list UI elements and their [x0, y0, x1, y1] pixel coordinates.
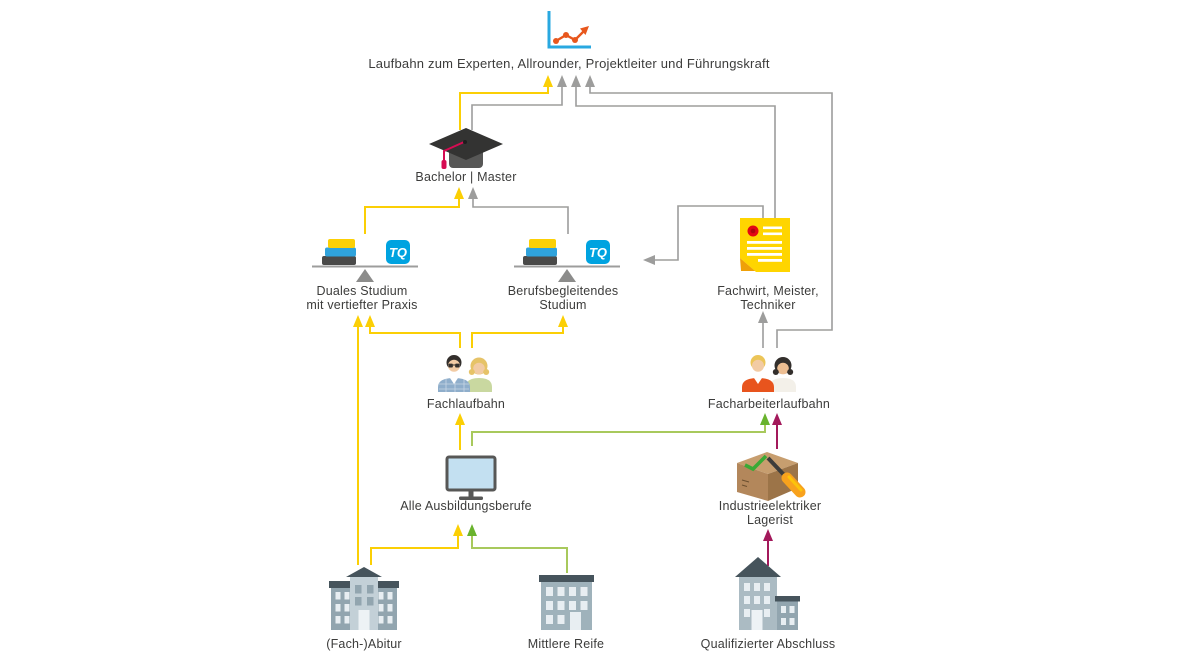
- connector-bachelor-to-laufbahn-yellow: [459, 75, 553, 130]
- line-chart-icon: [547, 11, 591, 49]
- school-building-icon-qualifizierter-abschluss: [735, 557, 800, 630]
- label-bachelor-master: Bachelor | Master: [415, 170, 517, 184]
- label-industrieelektriker-line2: Lagerist: [746, 513, 794, 527]
- connector-bachelor-to-laufbahn-gray: [471, 75, 567, 130]
- tq-logo-berufsbegleitend: TQ: [586, 240, 610, 264]
- connector-fachlaufbahn-to-berufsbegleitend-yellow: [471, 315, 568, 348]
- diagram-title: Laufbahn zum Experten, Allrounder, Proje…: [368, 56, 770, 71]
- connector-abitur-to-duales-yellow: [353, 315, 363, 565]
- label-industrieelektriker-line1: Industrieelektriker: [718, 499, 822, 513]
- connector-facharbeiter-to-laufbahn-gray: [585, 75, 833, 348]
- connector-fachwirt-to-berufsbegleitend-gray: [643, 205, 764, 265]
- two-people-icon-facharbeiterlaufbahn: [742, 355, 796, 392]
- pedestal-arrow-duales: [356, 269, 374, 282]
- label-berufsbegleitendes-line1: Berufsbegleitendes: [507, 284, 619, 298]
- connector-industrieelektriker-to-facharbeiter-purple: [772, 413, 782, 449]
- two-people-icon-fachlaufbahn: [438, 355, 492, 392]
- label-fach-abitur: (Fach-)Abitur: [326, 637, 402, 651]
- label-berufsbegleitendes-studium: Berufsbegleitendes Studium: [508, 284, 619, 312]
- label-mittlere-reife: Mittlere Reife: [527, 637, 605, 651]
- label-duales-studium-line1: Duales Studium: [316, 284, 408, 298]
- pedestal-arrow-berufsbegleitend: [558, 269, 576, 282]
- connector-ausbildung-to-facharbeiter-green: [471, 413, 770, 446]
- monitor-icon: [445, 455, 497, 500]
- label-duales-studium: Duales Studium mit vertiefter Praxis: [306, 284, 417, 312]
- books-icon-berufsbegleitend: [523, 239, 557, 265]
- books-icon-duales: [322, 239, 356, 265]
- label-fachwirt-meister-techniker: Fachwirt, Meister, Techniker: [717, 284, 819, 312]
- connector-fachlaufbahn-to-duales-yellow: [365, 315, 461, 348]
- label-fachlaufbahn: Fachlaufbahn: [426, 397, 506, 411]
- label-facharbeiterlaufbahn: Facharbeiterlaufbahn: [707, 397, 831, 411]
- tq-logo-text: TQ: [389, 245, 407, 260]
- connector-duales-to-bachelor-yellow: [364, 187, 464, 234]
- connector-abitur-to-ausbildung-yellow: [370, 524, 463, 565]
- tq-logo-duales: TQ: [386, 240, 410, 264]
- label-fachwirt-line1: Fachwirt, Meister,: [717, 284, 819, 298]
- school-building-icon-abitur: [329, 567, 399, 630]
- label-berufsbegleitendes-line2: Studium: [539, 298, 587, 312]
- connector-fachwirt-to-laufbahn-gray: [571, 75, 776, 218]
- school-building-icon-mittlere-reife: [539, 575, 594, 630]
- box-with-screwdriver-icon: [737, 452, 806, 501]
- connector-qualifizierter-to-industrieelektriker-purple: [763, 529, 773, 566]
- connector-facharbeiter-to-fachwirt-gray: [758, 311, 768, 348]
- label-duales-studium-line2: mit vertiefter Praxis: [306, 298, 418, 312]
- tq-logo-text: TQ: [589, 245, 607, 260]
- connector-berufsbegleitend-to-bachelor-gray: [468, 187, 569, 234]
- graduation-cap-icon: [429, 128, 503, 169]
- label-fachwirt-line2: Techniker: [740, 298, 796, 312]
- label-industrieelektriker-lagerist: Industrieelektriker Lagerist: [719, 499, 821, 527]
- label-qualifizierter-abschluss: Qualifizierter Abschluss: [700, 637, 836, 651]
- connector-ausbildung-to-fachlaufbahn-yellow: [455, 413, 465, 450]
- connector-mittlere-reife-to-ausbildung-green: [467, 524, 568, 573]
- label-alle-ausbildungsberufe: Alle Ausbildungsberufe: [400, 499, 532, 513]
- certificate-icon: [740, 218, 790, 272]
